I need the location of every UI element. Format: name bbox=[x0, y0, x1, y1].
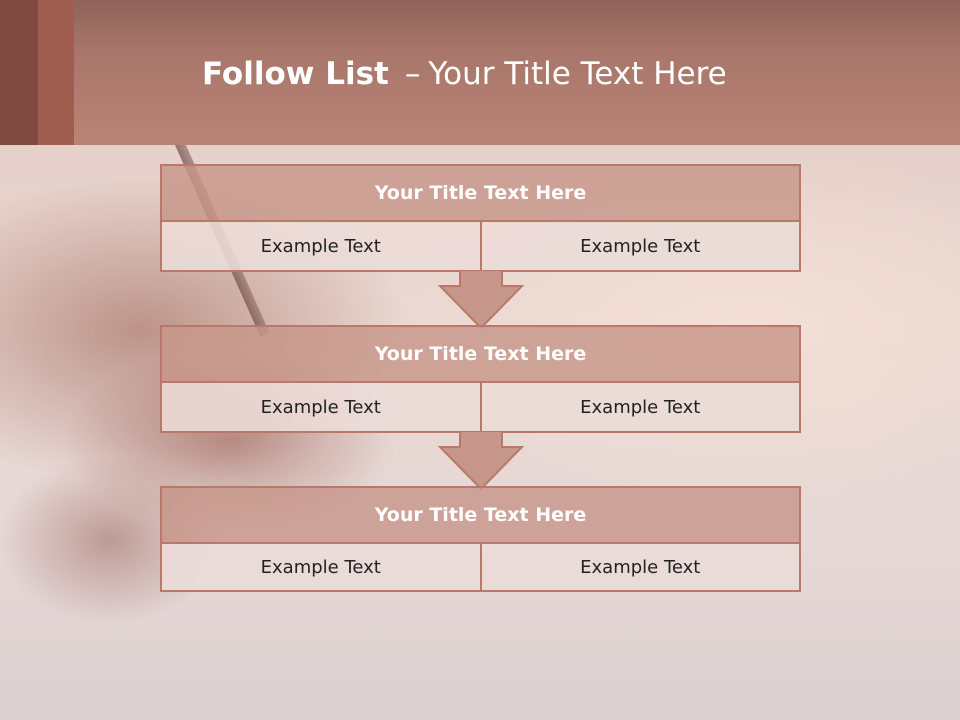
step-title: Your Title Text Here bbox=[162, 166, 799, 222]
down-arrow-icon bbox=[438, 270, 524, 330]
step-title: Your Title Text Here bbox=[162, 488, 799, 544]
step-row: Example Text Example Text bbox=[162, 383, 799, 431]
step-cell-left: Example Text bbox=[162, 383, 480, 431]
step-cell-left: Example Text bbox=[162, 544, 480, 590]
step-box-1: Your Title Text Here Example Text Exampl… bbox=[160, 164, 801, 272]
step-cell-right: Example Text bbox=[479, 544, 799, 590]
step-cell-left: Example Text bbox=[162, 222, 480, 270]
title-rest: Your Title Text Here bbox=[428, 56, 727, 92]
title-separator: – bbox=[404, 56, 421, 92]
header-accent-stripe bbox=[38, 0, 74, 145]
step-cell-right: Example Text bbox=[479, 222, 799, 270]
step-box-2: Your Title Text Here Example Text Exampl… bbox=[160, 325, 801, 433]
step-row: Example Text Example Text bbox=[162, 544, 799, 590]
step-title: Your Title Text Here bbox=[162, 327, 799, 383]
title-bold: Follow List bbox=[202, 56, 389, 92]
header-accent-stripe bbox=[0, 0, 38, 145]
down-arrow-icon bbox=[438, 431, 524, 491]
header-bar: Follow List–Your Title Text Here bbox=[0, 0, 960, 145]
step-row: Example Text Example Text bbox=[162, 222, 799, 270]
step-cell-right: Example Text bbox=[479, 383, 799, 431]
slide-title: Follow List–Your Title Text Here bbox=[202, 56, 727, 92]
step-box-3: Your Title Text Here Example Text Exampl… bbox=[160, 486, 801, 592]
